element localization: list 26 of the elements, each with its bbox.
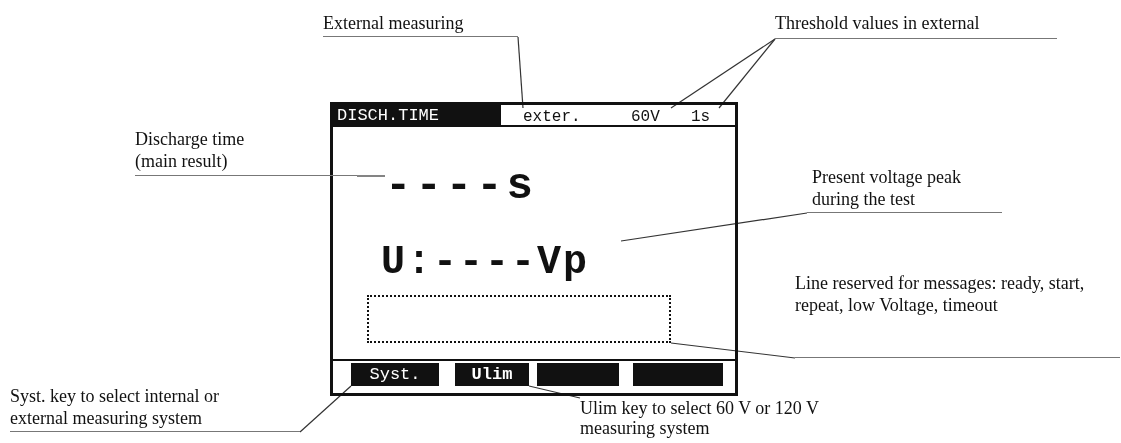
mode-title: DISCH.TIME bbox=[333, 105, 499, 127]
result-readout: ----s bbox=[385, 163, 605, 209]
status-text: exter. bbox=[523, 108, 587, 126]
leader-line bbox=[670, 342, 796, 359]
callout-text: Present voltage peak during the test bbox=[807, 166, 1002, 213]
leader-line bbox=[356, 175, 386, 177]
leader-line bbox=[299, 385, 352, 433]
leader-line bbox=[517, 36, 524, 109]
callout-text: Ulim key to select 60 V or 120 V measuring system bbox=[580, 398, 830, 442]
softkey bbox=[633, 363, 723, 386]
lcd-screen bbox=[330, 102, 738, 396]
status-text: 1s bbox=[691, 108, 719, 126]
softkey bbox=[537, 363, 619, 386]
callout-text: Syst. key to select internal or external measuring system bbox=[10, 385, 300, 432]
status-text: 60V bbox=[631, 108, 671, 126]
leader-line bbox=[718, 38, 776, 109]
callout-text: External measuring bbox=[323, 12, 518, 37]
leader-line bbox=[670, 38, 776, 109]
leader-line bbox=[620, 212, 808, 242]
softkey: Syst. bbox=[351, 363, 439, 386]
softkey: Ulim bbox=[455, 363, 529, 386]
callout-text: Line reserved for messages: ready, start, repeat, low Voltage, timeout bbox=[795, 272, 1120, 358]
callout-text: Threshold values in external bbox=[775, 12, 1057, 39]
voltage-readout: U:----Vp bbox=[381, 241, 621, 285]
callout-text: Discharge time (main result) bbox=[135, 128, 357, 176]
message-field bbox=[367, 295, 671, 343]
